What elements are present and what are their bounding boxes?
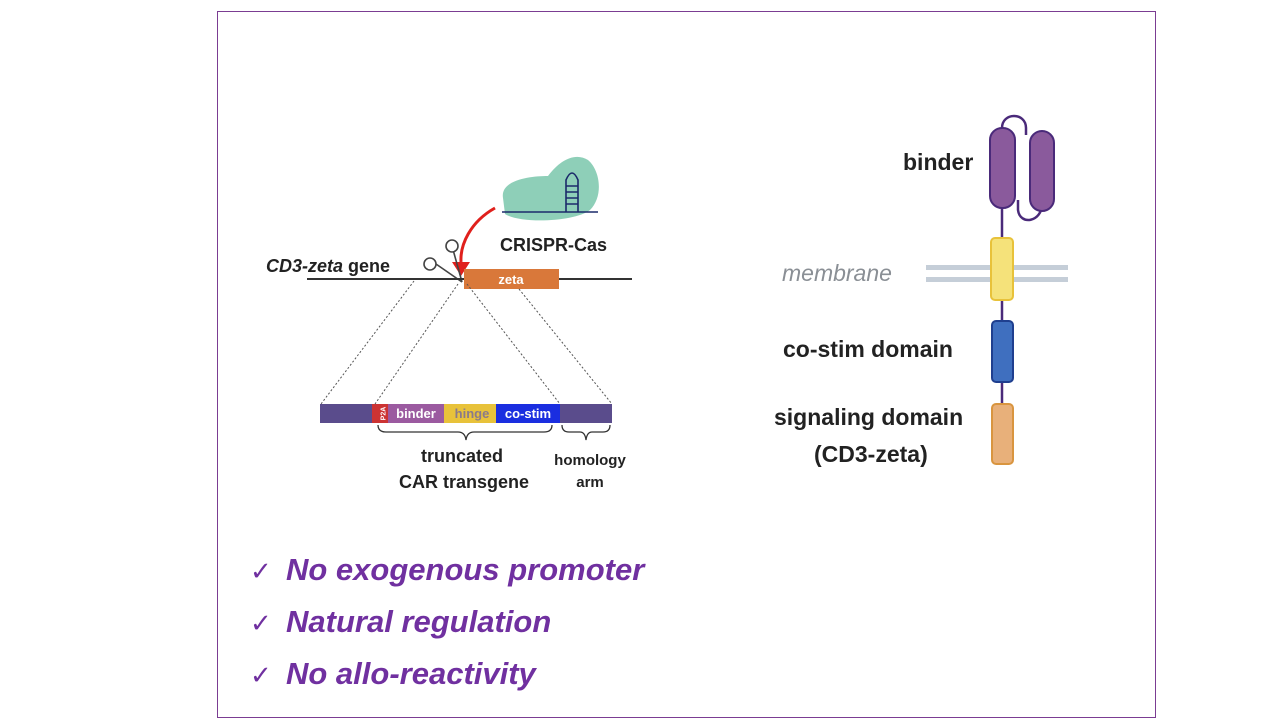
binder-segment-label: binder <box>396 406 436 421</box>
transgene-label-line2: CAR transgene <box>399 472 529 492</box>
hinge-segment <box>444 404 496 423</box>
check-icon: ✓ <box>250 609 272 639</box>
checklist-item: ✓ Natural regulation <box>250 600 644 652</box>
cut-arrow <box>459 206 496 263</box>
homology-brace <box>561 424 611 441</box>
binder-domain <box>989 114 1055 222</box>
signaling-domain <box>991 403 1014 465</box>
projection-lines <box>320 280 613 405</box>
gene-label: CD3-zeta gene <box>266 256 390 276</box>
checklist-text: No exogenous promoter <box>286 552 645 587</box>
costim-segment-label: co-stim <box>505 406 551 421</box>
homology-label-line2: arm <box>576 474 604 491</box>
gene-label-italic: CD3-zeta <box>266 256 343 276</box>
signaling-label-line1: signaling domain <box>774 404 963 430</box>
cut-arrow-head <box>452 262 470 276</box>
costim-domain-label: co-stim domain <box>783 336 953 362</box>
homology-arm-segment <box>560 404 612 423</box>
transgene-brace <box>377 424 553 441</box>
zeta-exon-label: zeta <box>498 272 524 287</box>
membrane-label: membrane <box>782 260 892 286</box>
scissors-icon <box>423 239 463 283</box>
check-icon: ✓ <box>250 661 272 691</box>
gene-label-rest: gene <box>343 256 390 276</box>
p2a-segment <box>372 404 388 423</box>
binder-segment <box>388 404 444 423</box>
guide-rna-icon <box>502 172 598 213</box>
costim-segment <box>496 404 560 423</box>
benefits-checklist: ✓ No exogenous promoter ✓ Natural regulati… <box>250 548 644 704</box>
signaling-label-line2: (CD3-zeta) <box>814 441 928 467</box>
transmembrane-domain <box>990 237 1014 301</box>
checklist-text: Natural regulation <box>286 604 552 639</box>
left-flank <box>320 404 372 423</box>
hinge-segment-label: hinge <box>455 406 490 421</box>
costim-domain <box>991 320 1014 383</box>
binder-label: binder <box>903 149 973 175</box>
slide-frame <box>217 11 1156 718</box>
cas-protein-shape <box>502 156 599 221</box>
p2a-label: P2A <box>381 407 388 421</box>
transgene-label-line1: truncated <box>421 446 503 466</box>
zeta-exon <box>464 269 559 289</box>
checklist-item: ✓ No allo-reactivity <box>250 652 644 704</box>
check-icon: ✓ <box>250 557 272 587</box>
crispr-cas-label: CRISPR-Cas <box>500 235 607 255</box>
checklist-item: ✓ No exogenous promoter <box>250 548 644 600</box>
checklist-text: No allo-reactivity <box>286 656 536 691</box>
homology-label-line1: homology <box>554 452 626 469</box>
